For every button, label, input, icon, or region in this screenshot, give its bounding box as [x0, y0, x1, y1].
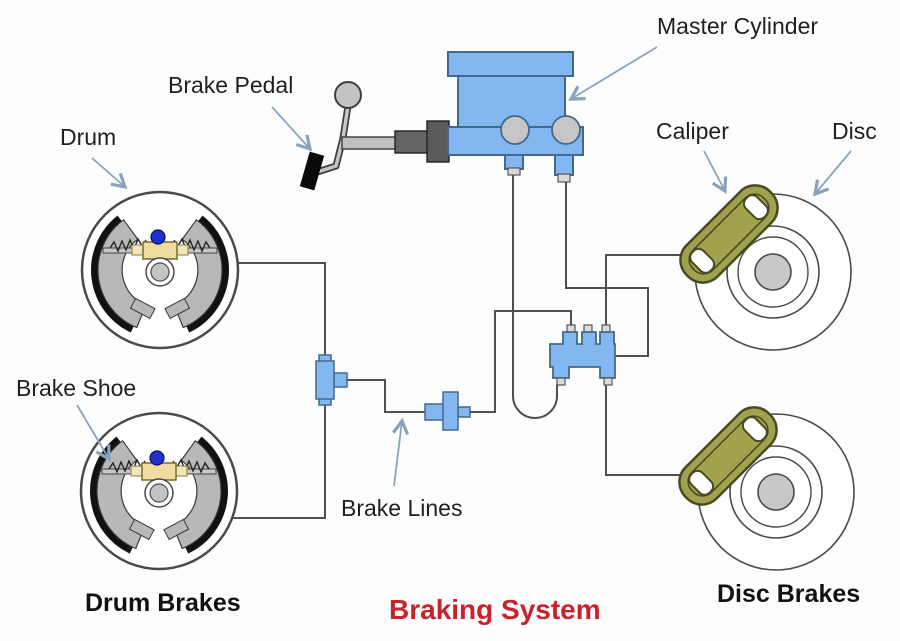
rear-drum-brake [81, 413, 237, 569]
pedal-pivot-ball [334, 81, 362, 109]
brake-lines [230, 172, 700, 519]
line-rear-drum-to-tee [230, 401, 326, 519]
line-tee-to-union [347, 379, 426, 413]
caption-drum-brakes: Drum Brakes [85, 589, 241, 617]
label-drum: Drum [60, 124, 117, 150]
arrow-caliper [703, 150, 728, 194]
label-brake-pedal: Brake Pedal [168, 72, 294, 98]
combination-valve [549, 324, 616, 386]
line-master-right-to-valve [565, 181, 649, 357]
line-master-left-loop [512, 172, 558, 419]
line-union-to-valve [469, 310, 572, 413]
outlet-nub-right [557, 173, 571, 183]
arrow-disc [812, 150, 852, 197]
arrow-drum [91, 157, 128, 190]
label-brake-lines: Brake Lines [341, 495, 463, 521]
arrow-brake-shoe [76, 404, 111, 462]
diagram-title: Braking System [389, 594, 601, 625]
pedal-pad [299, 151, 325, 191]
front-drum-brake [82, 192, 238, 348]
line-valve-to-rear-caliper [605, 383, 700, 476]
arrow-master-cylinder [568, 46, 658, 101]
union-fitting [424, 391, 471, 431]
reservoir-port-right [551, 115, 581, 145]
line-valve-to-front-caliper [605, 254, 700, 332]
line-front-drum-to-tee [230, 262, 326, 358]
arrow-brake-lines [392, 417, 410, 487]
reservoir-port-left [500, 115, 530, 145]
outlet-nub-left [507, 167, 521, 176]
tee-fitting [315, 354, 348, 406]
master-cylinder [447, 51, 584, 183]
brake-pedal [299, 81, 362, 191]
caption-disc-brakes: Disc Brakes [717, 580, 861, 608]
label-arrows [76, 46, 852, 487]
label-brake-shoe: Brake Shoe [16, 375, 137, 401]
arrow-brake-pedal [271, 106, 313, 152]
label-master-cylinder: Master Cylinder [657, 13, 819, 39]
label-caliper: Caliper [656, 118, 729, 144]
label-disc: Disc [832, 118, 877, 144]
pushrod [341, 120, 450, 163]
